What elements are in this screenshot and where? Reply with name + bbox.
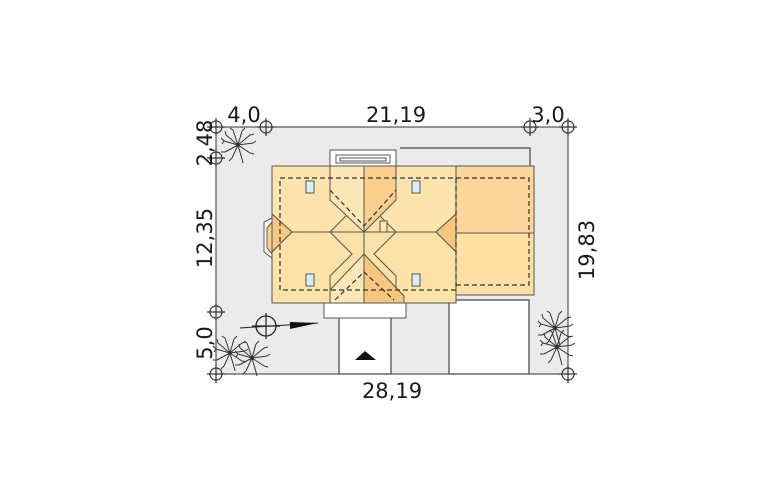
entrance-arrow-icon	[355, 351, 376, 360]
compass-icon	[239, 313, 319, 339]
driveway	[338, 147, 531, 375]
dimension-left-top: 2,48	[193, 120, 217, 167]
dimension-top-middle: 21,19	[366, 103, 426, 127]
dimension-left-bottom: 5,0	[193, 326, 217, 359]
roof-windows	[305, 180, 421, 287]
house-roof	[263, 149, 535, 319]
dimension-right: 19,83	[575, 220, 599, 280]
dimension-left-middle: 12,35	[193, 208, 217, 268]
dimension-top-left: 4,0	[227, 103, 260, 127]
wall-outline	[279, 177, 530, 301]
dimension-top-right: 3,0	[531, 103, 564, 127]
dimension-bottom: 28,19	[362, 379, 422, 403]
